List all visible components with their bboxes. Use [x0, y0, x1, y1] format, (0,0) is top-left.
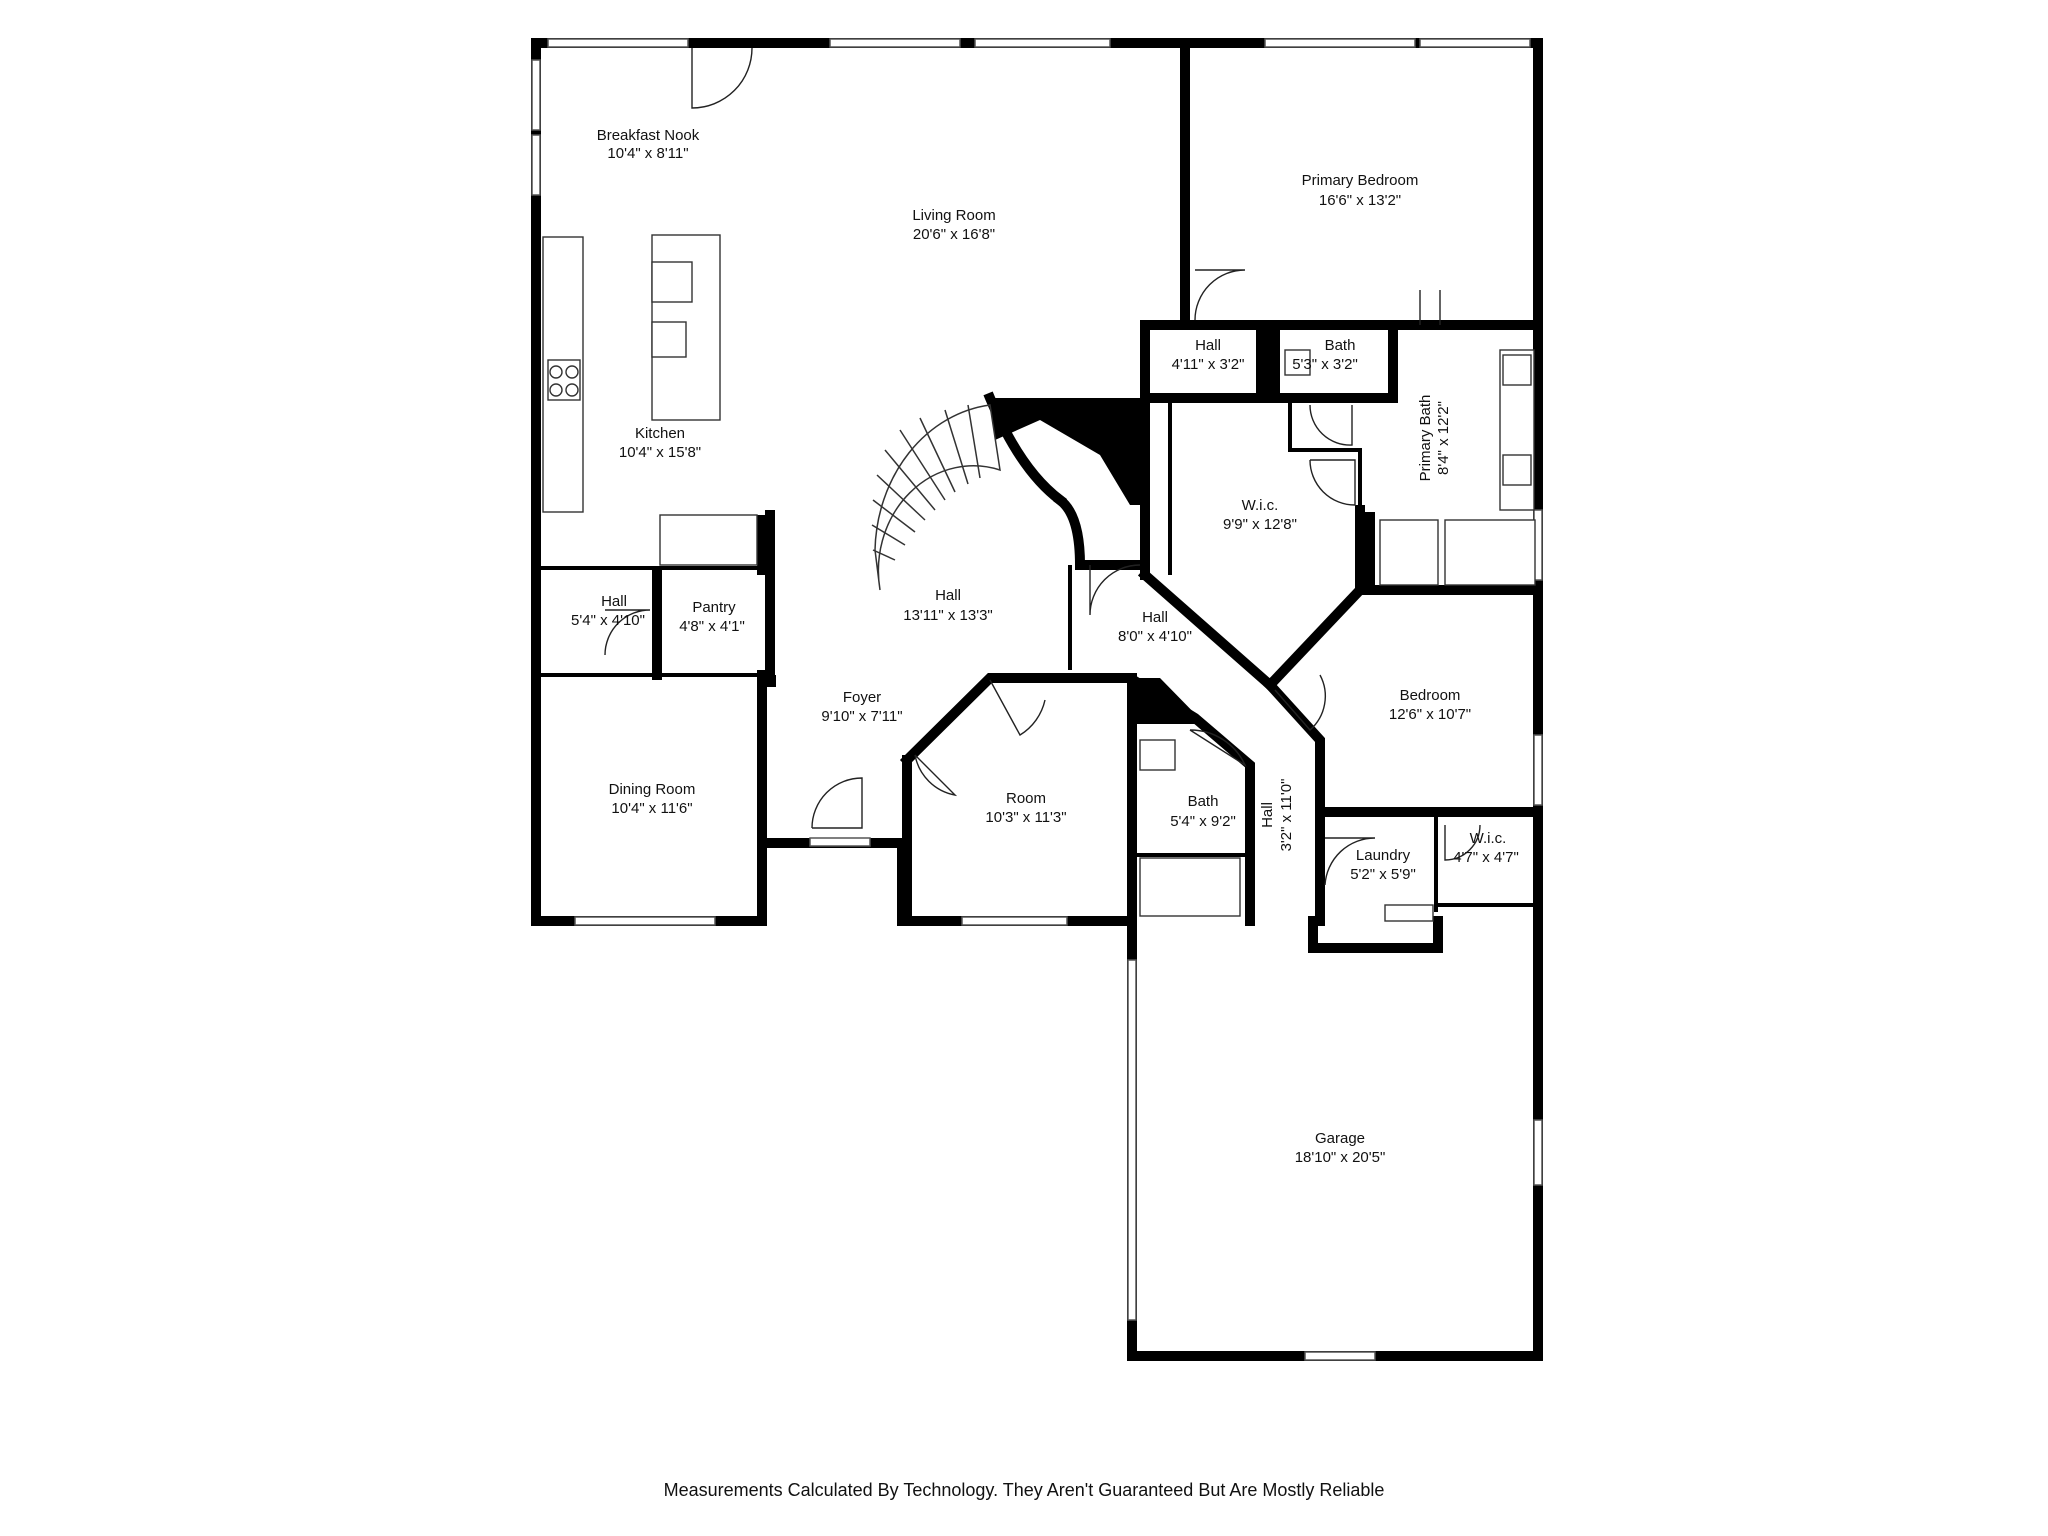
kitchen-fixtures: [542, 234, 758, 566]
doors: [604, 47, 1481, 922]
dining-room-dims: 10'4" x 11'6": [611, 800, 692, 817]
measurement-disclaimer: Measurements Calculated By Technology. T…: [663, 1480, 1385, 1500]
garage-dims: 18'10" x 20'5": [1295, 1149, 1386, 1166]
wic-main-dims: 9'9" x 12'8": [1223, 516, 1297, 533]
room-name: Room: [1006, 790, 1046, 807]
hall-mid-dims: 8'0" x 4'10": [1118, 628, 1192, 645]
foyer-name: Foyer: [843, 689, 881, 706]
bedroom-name: Bedroom: [1400, 687, 1461, 704]
room-dims: 10'3" x 11'3": [985, 809, 1066, 826]
laundry-name: Laundry: [1356, 847, 1411, 864]
wic-main-name: W.i.c.: [1242, 497, 1279, 514]
garage-name: Garage: [1315, 1130, 1365, 1147]
breakfast-nook-name: Breakfast Nook: [597, 127, 700, 144]
hall-center-name: Hall: [935, 587, 961, 604]
bath-mid-dims: 5'4" x 9'2": [1170, 813, 1236, 830]
breakfast-nook-dims: 10'4" x 8'11": [607, 145, 688, 162]
hall-top-name: Hall: [1195, 337, 1221, 354]
bath-top-name: Bath: [1325, 337, 1356, 354]
dining-room-name: Dining Room: [609, 781, 696, 798]
solid-wall-blocks: [757, 325, 1375, 724]
room-labels: Breakfast Nook 10'4" x 8'11" Living Room…: [571, 127, 1519, 1166]
primary-bath-dims: 8'4" x 12'2": [1435, 401, 1452, 475]
hall-top-dims: 4'11" x 3'2": [1172, 356, 1245, 373]
bath-top-dims: 5'3" x 3'2": [1292, 356, 1358, 373]
kitchen-dims: 10'4" x 15'8": [619, 444, 701, 461]
bath-mid-name: Bath: [1188, 793, 1219, 810]
primary-bath-name: Primary Bath: [1417, 395, 1434, 482]
hall-mid-name: Hall: [1142, 609, 1168, 626]
hall-center-dims: 13'11" x 13'3": [903, 607, 993, 624]
pantry-name: Pantry: [692, 599, 736, 616]
hall-vertical-dims: 3'2" x 11'0": [1278, 779, 1295, 852]
living-room-name: Living Room: [912, 207, 995, 224]
hall-left-dims: 5'4" x 4'10": [571, 612, 645, 629]
windows: [531, 38, 1543, 1361]
hall-vertical-name: Hall: [1259, 802, 1276, 828]
wic-small-dims: 4'7" x 4'7": [1453, 849, 1519, 866]
foyer-dims: 9'10" x 7'11": [821, 708, 902, 725]
spiral-staircase: [871, 404, 1001, 591]
pantry-dims: 4'8" x 4'1": [679, 618, 745, 635]
primary-bedroom-dims: 16'6" x 13'2": [1319, 192, 1401, 209]
laundry-dims: 5'2" x 5'9": [1350, 866, 1416, 883]
hall-left-name: Hall: [601, 593, 627, 610]
primary-bedroom-name: Primary Bedroom: [1302, 172, 1419, 189]
wic-small-name: W.i.c.: [1470, 830, 1507, 847]
bath-fixtures: [1139, 349, 1536, 917]
living-room-dims: 20'6" x 16'8": [913, 226, 995, 243]
bedroom-dims: 12'6" x 10'7": [1389, 706, 1471, 723]
kitchen-name: Kitchen: [635, 425, 685, 442]
